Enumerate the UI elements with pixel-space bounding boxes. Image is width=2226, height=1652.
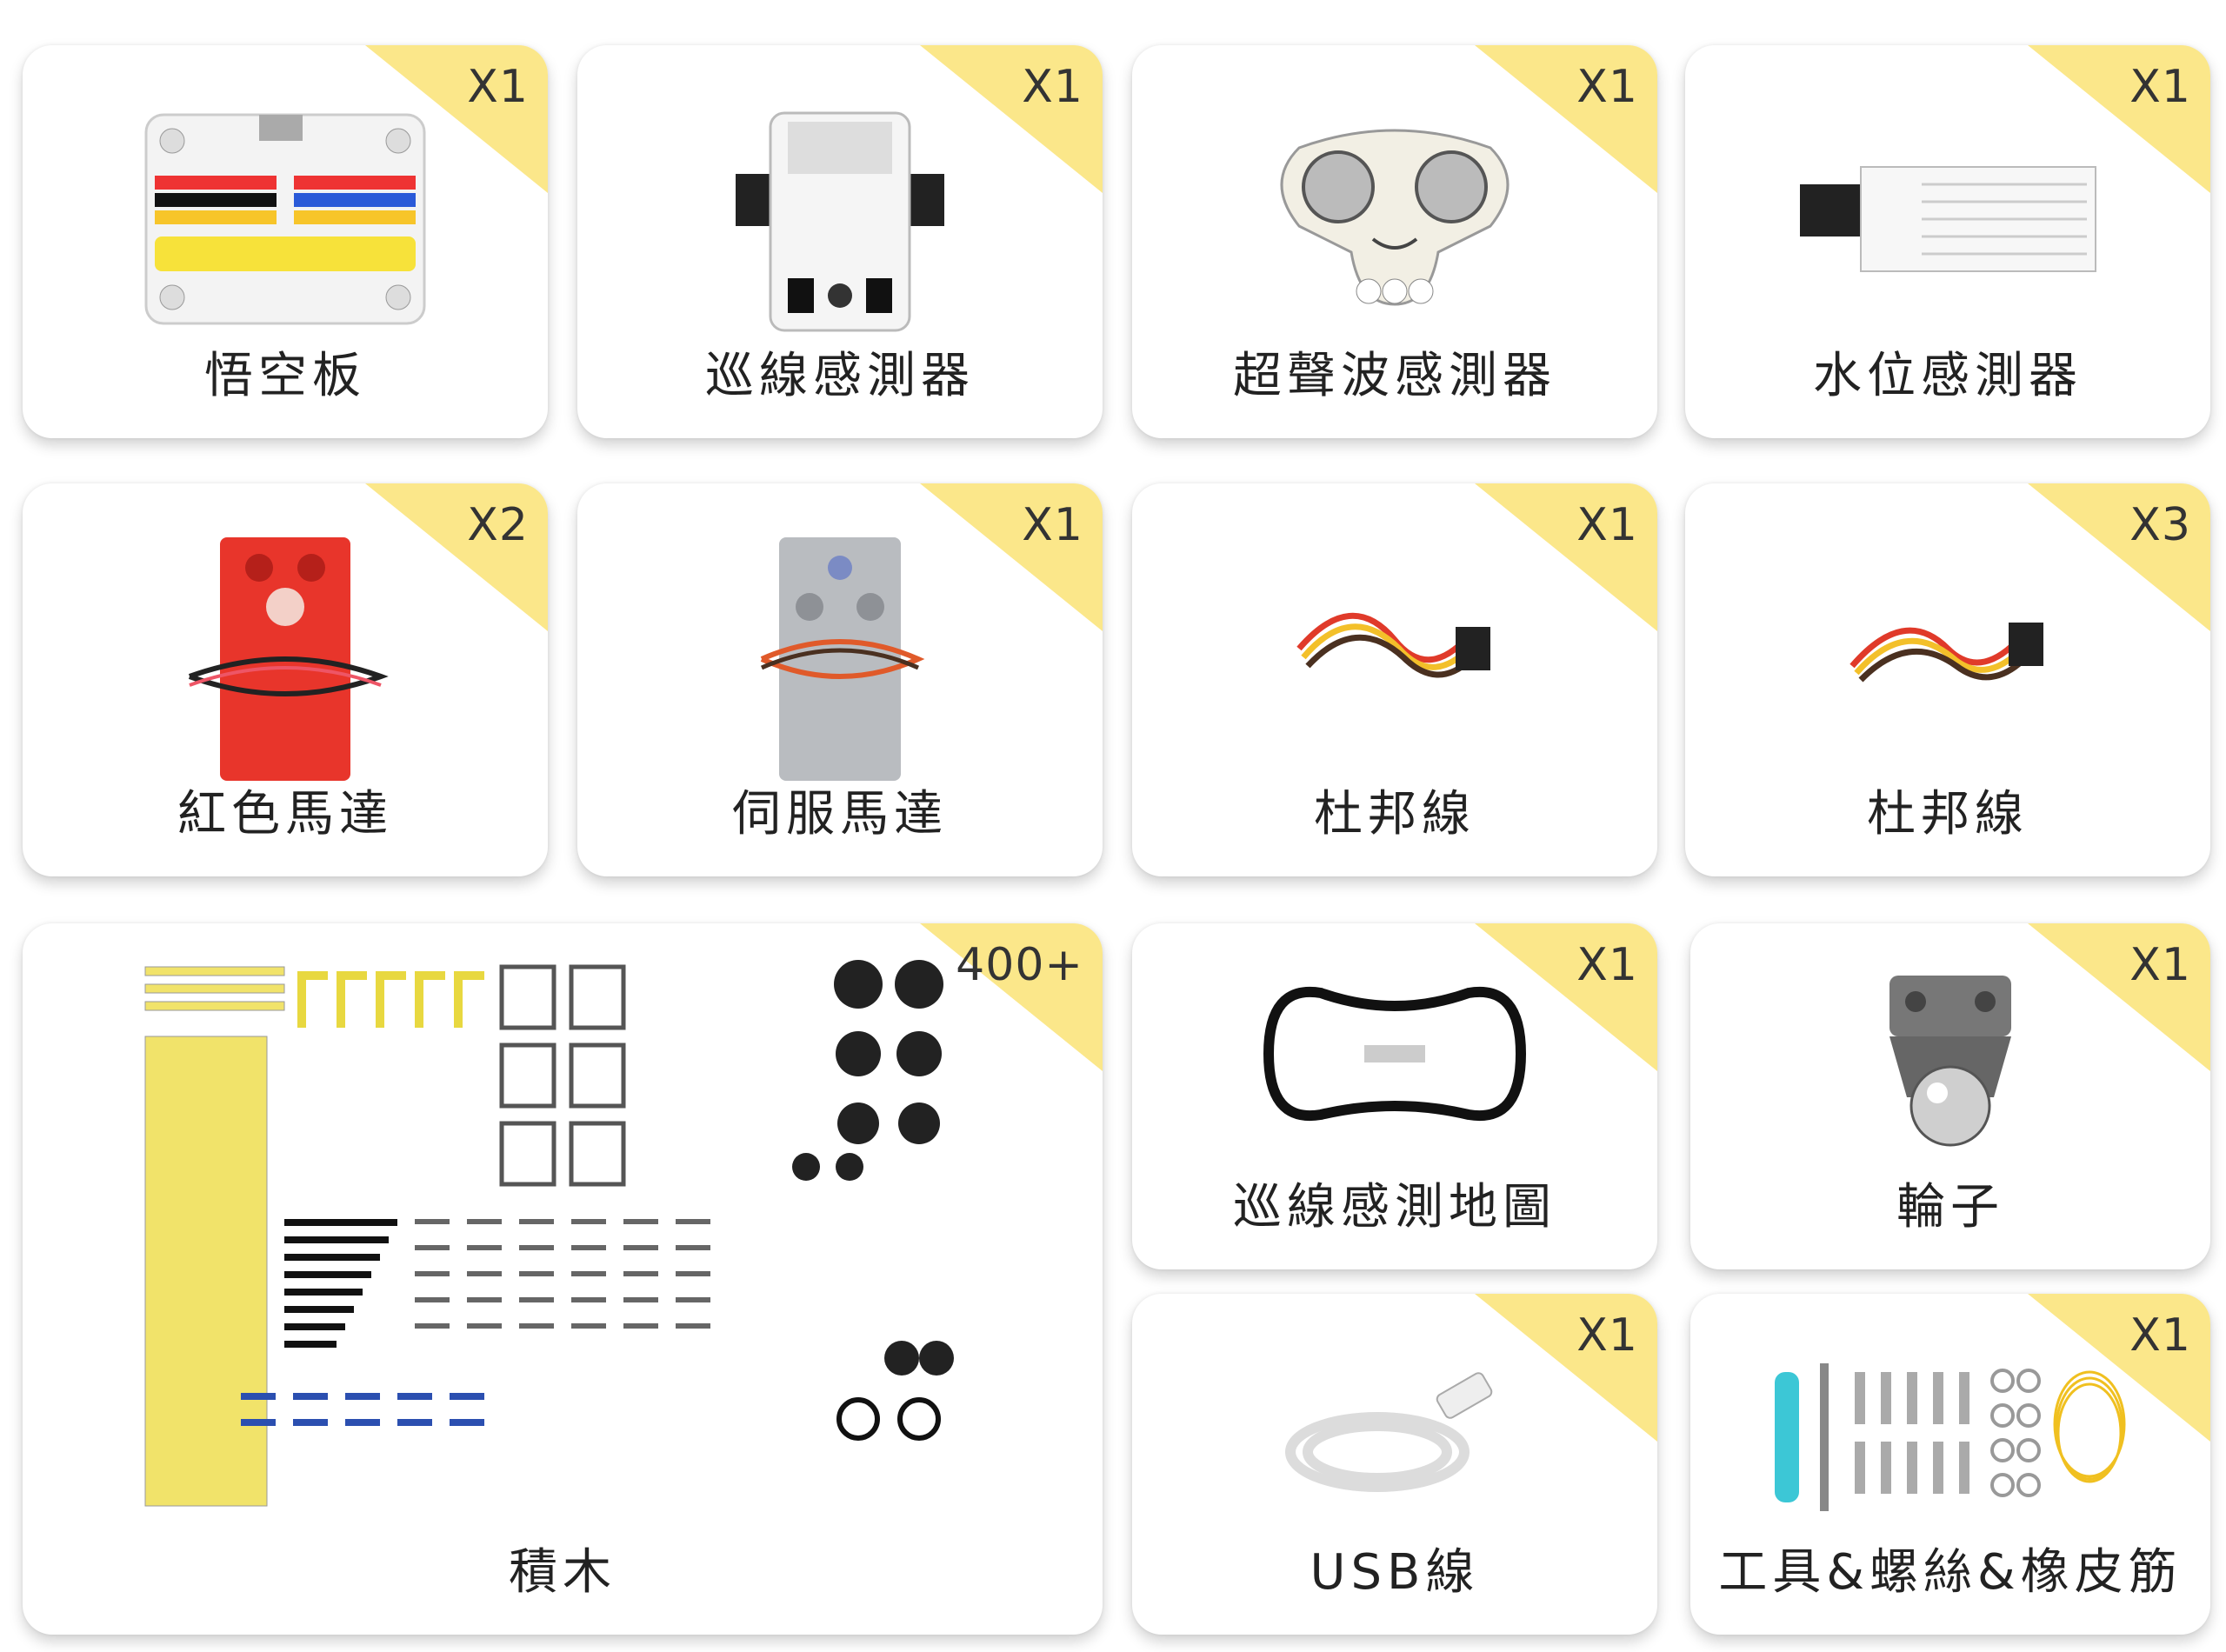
- item-card-ball-wheel[interactable]: X1 輪子: [1690, 923, 2210, 1269]
- quantity-badge: X1: [1576, 1309, 1638, 1362]
- line-sensor-icon: [577, 104, 1103, 339]
- item-card-line-sensor[interactable]: X1 巡線感測器: [577, 45, 1103, 438]
- item-card-line-track-map[interactable]: X1 巡線感測地圖: [1132, 923, 1657, 1269]
- item-label: 超聲波感測器: [1233, 348, 1556, 404]
- quantity-badge: X3: [2129, 499, 2191, 551]
- item-label: 伺服馬達: [732, 786, 948, 843]
- item-card-tools-screws-bands[interactable]: X1 工具&螺絲&橡皮筋: [1690, 1294, 2210, 1635]
- ball-wheel-icon: [1690, 967, 2210, 1158]
- item-card-building-blocks[interactable]: 400+: [23, 923, 1103, 1635]
- dupont-wire-icon: [1685, 579, 2210, 709]
- quantity-badge: X1: [2129, 61, 2191, 113]
- item-card-ultrasonic-sensor[interactable]: X1 超聲波感測器: [1132, 45, 1657, 438]
- item-card-wukong-board[interactable]: X1 悟空板: [23, 45, 548, 438]
- tools-screws-bands-icon: [1690, 1346, 2210, 1520]
- item-card-dupont-wire-1[interactable]: X1 杜邦線: [1132, 483, 1657, 876]
- item-label: 杜邦線: [1867, 786, 2029, 843]
- water-level-sensor-icon: [1685, 150, 2210, 289]
- item-card-usb-cable[interactable]: X1 USB線: [1132, 1294, 1657, 1635]
- dupont-wire-icon: [1132, 579, 1657, 709]
- red-motor-icon: [23, 529, 548, 789]
- item-label: 巡線感測地圖: [1233, 1179, 1556, 1236]
- quantity-badge: X1: [1576, 939, 1638, 991]
- item-label: 水位感測器: [1813, 348, 2083, 404]
- item-label: 巡線感測器: [705, 348, 975, 404]
- quantity-badge: X1: [1576, 499, 1638, 551]
- quantity-badge: 400+: [956, 939, 1083, 991]
- quantity-badge: X1: [1022, 61, 1083, 113]
- item-label: 悟空板: [204, 348, 366, 404]
- item-label: USB線: [1310, 1544, 1480, 1601]
- ultrasonic-sensor-icon: [1132, 122, 1657, 322]
- servo-motor-icon: [577, 529, 1103, 789]
- quantity-badge: X1: [2129, 939, 2191, 991]
- item-card-water-level-sensor[interactable]: X1 水位感測器: [1685, 45, 2210, 438]
- quantity-badge: X1: [2129, 1309, 2191, 1362]
- item-label: 工具&螺絲&橡皮筋: [1718, 1544, 2183, 1601]
- item-label: 紅色馬達: [177, 786, 393, 843]
- quantity-badge: X1: [1022, 499, 1083, 551]
- quantity-badge: X2: [467, 499, 529, 551]
- building-blocks-icon: [23, 958, 1103, 1532]
- item-label: 輪子: [1896, 1179, 2004, 1236]
- item-label: 杜邦線: [1314, 786, 1476, 843]
- item-card-dupont-wire-3[interactable]: X3 杜邦線: [1685, 483, 2210, 876]
- item-label: 積木: [509, 1544, 616, 1601]
- wukong-board-icon: [23, 106, 548, 332]
- item-card-red-motor[interactable]: X2 紅色馬達: [23, 483, 548, 876]
- item-card-servo-motor[interactable]: X1 伺服馬達: [577, 483, 1103, 876]
- quantity-badge: X1: [1576, 61, 1638, 113]
- line-track-map-icon: [1132, 976, 1657, 1149]
- usb-cable-icon: [1132, 1356, 1657, 1513]
- quantity-badge: X1: [467, 61, 529, 113]
